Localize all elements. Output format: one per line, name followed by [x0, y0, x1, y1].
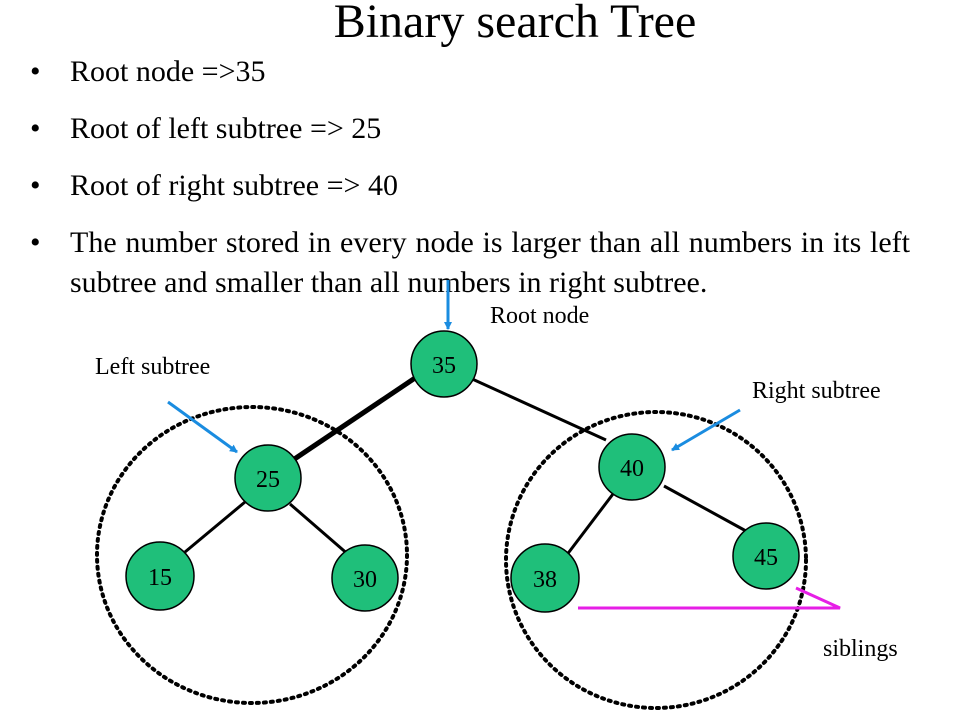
right-subtree-outline [504, 410, 808, 710]
bullet-dot: • [30, 112, 41, 145]
bullet-text: Root of right subtree => 40 [70, 169, 398, 202]
edge-35-25 [288, 373, 420, 465]
bullet-text: The number stored in every node is large… [70, 226, 910, 299]
right-subtree-label: Right subtree [752, 378, 881, 404]
root-node-label: Root node [490, 303, 590, 329]
node-value: 25 [256, 467, 280, 493]
bullet-dot: • [30, 226, 41, 259]
left-subtree-label: Left subtree [95, 354, 211, 380]
node-value: 38 [533, 567, 557, 593]
node-value: 40 [620, 456, 644, 482]
tree-node: 15 [125, 541, 195, 611]
bullet-item: • The number stored in every node is larg… [30, 223, 910, 303]
bullet-text: Root node =>35 [70, 55, 266, 88]
node-value: 30 [353, 567, 377, 593]
bullet-text: Root of left subtree => 25 [70, 112, 382, 145]
bullet-dot: • [30, 55, 41, 88]
tree-node: 25 [234, 444, 302, 512]
siblings-arrow [578, 586, 841, 610]
node-value: 35 [432, 353, 456, 379]
left-subtree-pointer-arrow [167, 400, 238, 454]
node-value: 45 [754, 545, 778, 571]
tree-node: 45 [732, 522, 800, 590]
edge-25-30 [289, 502, 351, 558]
bullet-item: • Root node =>35 [30, 52, 910, 92]
tree-node: 30 [331, 544, 399, 612]
tree-node: 35 [410, 330, 478, 398]
siblings-label: siblings [823, 636, 898, 662]
bullet-dot: • [30, 169, 41, 202]
bullet-item: • Root of right subtree => 40 [30, 166, 910, 206]
slide-title: Binary search Tree [333, 0, 697, 48]
edge-40-45 [663, 484, 747, 533]
bullet-item: • Root of left subtree => 25 [30, 109, 910, 149]
edge-35-40 [469, 376, 607, 442]
bullet-list: • Root node =>35 • Root of left subtree =>… [30, 52, 910, 320]
edge-25-15 [184, 500, 246, 554]
right-subtree-pointer-arrow [671, 408, 741, 452]
left-subtree-outline [95, 405, 409, 705]
tree-node: 40 [598, 433, 666, 501]
tree-node: 38 [510, 543, 580, 613]
node-value: 15 [148, 565, 172, 591]
edge-40-38 [564, 493, 615, 557]
